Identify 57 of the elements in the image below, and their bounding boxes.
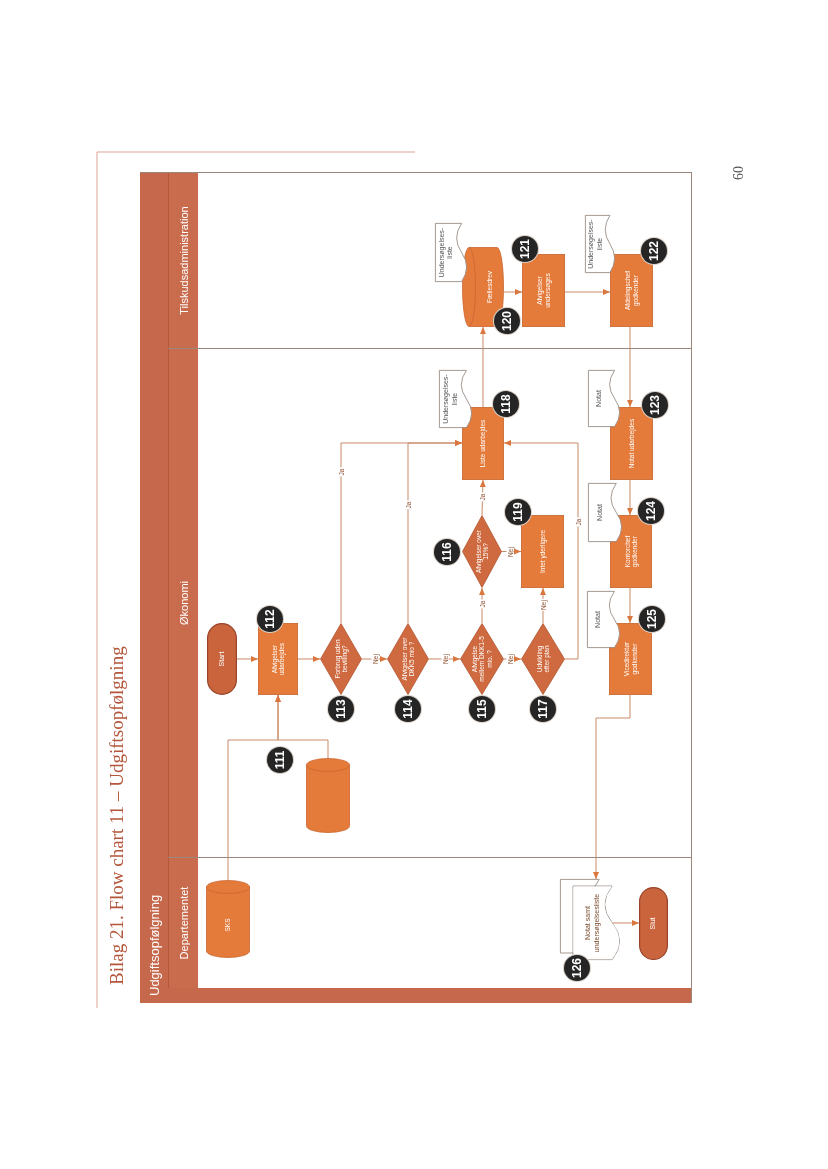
swimlane	[168, 348, 692, 857]
flow-arrow	[564, 289, 611, 295]
flow-arrow	[236, 656, 259, 662]
decision-diamond	[387, 623, 429, 695]
flow-arrow	[503, 440, 579, 660]
callout-number: 113	[328, 696, 354, 722]
callout-number: 121	[512, 236, 538, 262]
document-shape	[585, 215, 615, 273]
document-shape	[588, 483, 622, 542]
callout-number: 123	[642, 392, 668, 418]
flow-arrow	[275, 694, 329, 759]
decision-diamond	[521, 623, 565, 695]
flow-arrow	[627, 587, 633, 624]
callout-number: 111	[267, 747, 293, 773]
document-shape	[588, 370, 620, 427]
flow-arrow	[612, 920, 640, 926]
database-cylinder	[306, 758, 350, 833]
process-box	[521, 515, 564, 588]
terminator-pill	[207, 623, 237, 695]
callout-number: 117	[530, 696, 556, 722]
flow-arrow	[503, 289, 523, 295]
figure-title: Bilag 21. Flow chart 11 – Udgiftsopfølgning	[106, 646, 128, 985]
flow-arrow	[480, 326, 486, 408]
flow-arrow	[593, 694, 631, 880]
callout-number: 119	[505, 499, 531, 525]
flow-arrow	[627, 479, 633, 516]
flow-arrow	[503, 656, 522, 662]
callout-number: 118	[493, 391, 519, 417]
document-shape	[587, 591, 620, 648]
callout-number: 115	[469, 696, 495, 722]
callout-number: 116	[434, 539, 460, 565]
database-cylinder	[462, 247, 504, 327]
lane-title: Tilskudsadministration	[177, 206, 190, 315]
decision-diamond	[462, 515, 502, 588]
flow-arrow	[627, 326, 633, 408]
multi-document-shape	[560, 879, 620, 960]
document-shape	[439, 370, 472, 428]
pool-title: Udgiftsopfølgning	[146, 894, 162, 996]
callout-number: 126	[564, 955, 590, 981]
page-number: 60	[731, 166, 747, 180]
swimlane-pool	[140, 172, 692, 1003]
decision-diamond	[460, 623, 504, 695]
lane-title: Økonomi	[177, 581, 190, 625]
callout-number: 112	[257, 606, 283, 632]
callout-number: 114	[395, 696, 421, 722]
lane-title: Departementet	[177, 886, 190, 960]
database-cylinder	[206, 880, 250, 958]
flow-arrow	[407, 440, 463, 624]
callout-number: 122	[641, 238, 667, 264]
callout-number: 124	[638, 498, 664, 524]
flow-arrow	[297, 656, 321, 662]
swimlane	[168, 857, 692, 988]
callout-number: 120	[494, 308, 520, 334]
terminator-pill	[639, 887, 668, 960]
document-shape	[435, 223, 467, 282]
decision-diamond	[320, 623, 362, 695]
callout-number: 125	[639, 606, 665, 632]
